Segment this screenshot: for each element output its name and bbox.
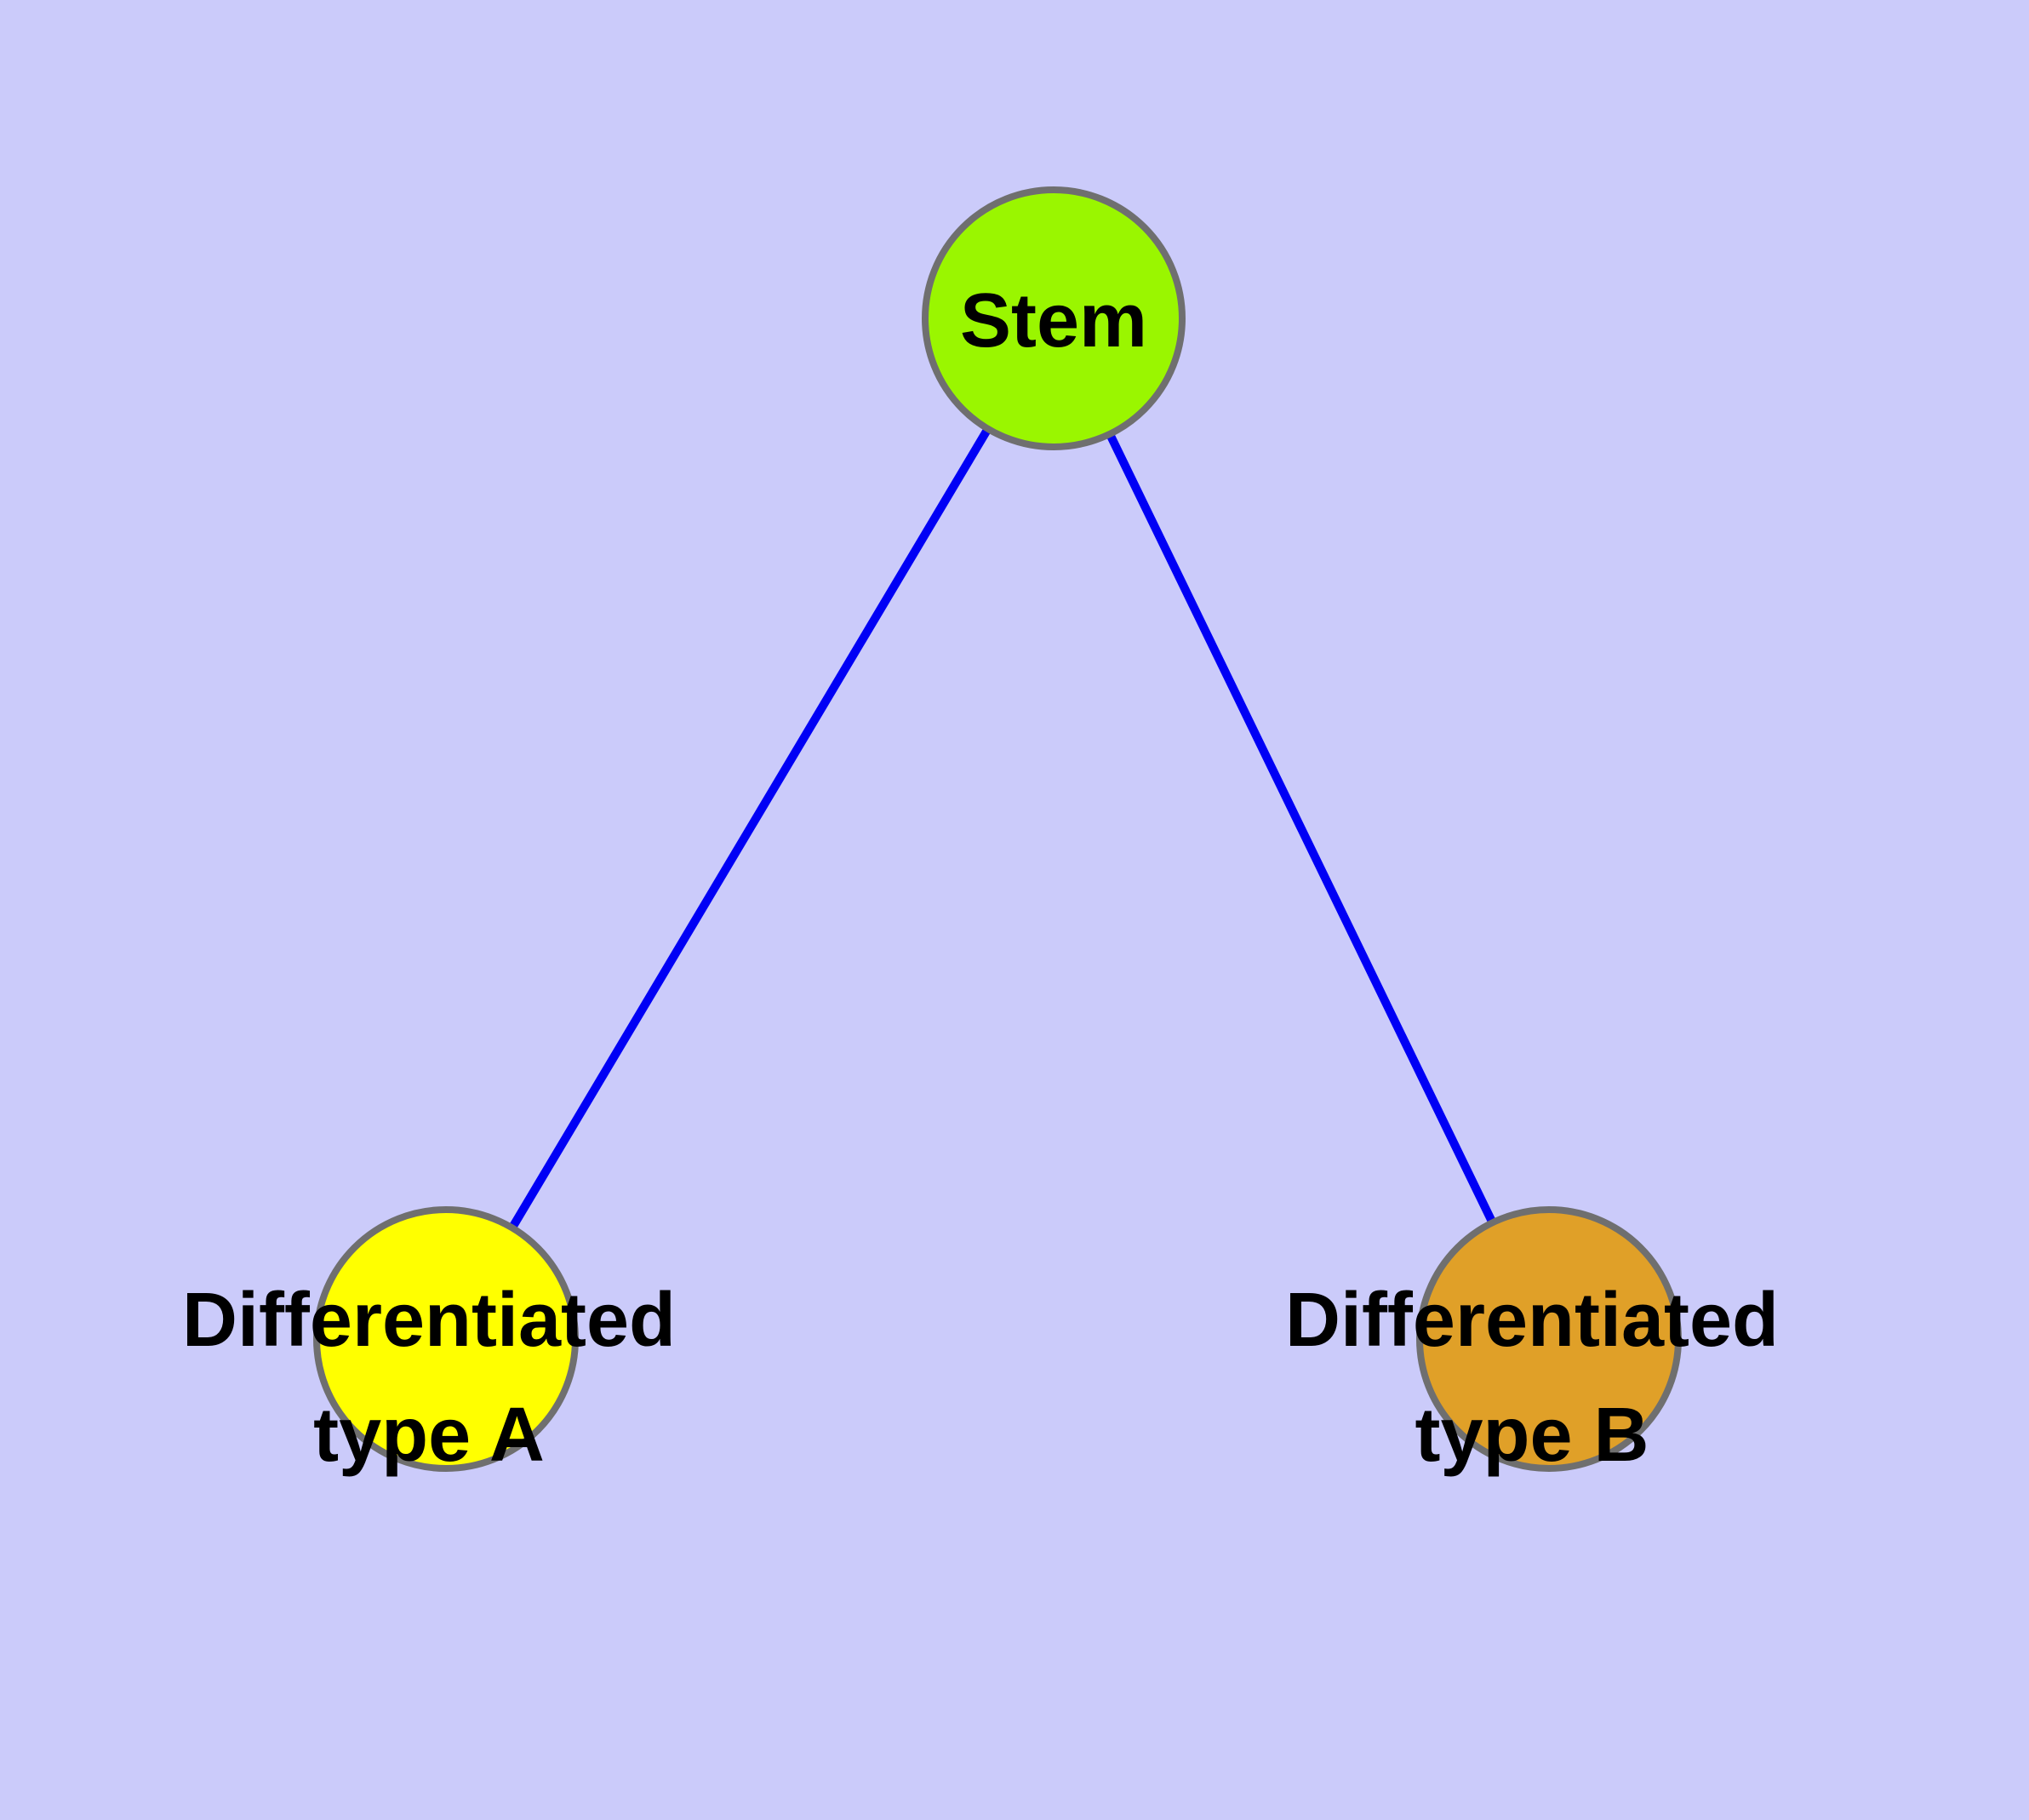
node-differentiated-type-b: Differentiated type B: [1285, 1206, 1779, 1478]
node-stem-circle: [922, 186, 1186, 450]
node-type-a-label-line2: type A: [313, 1393, 545, 1478]
node-stem: Stem: [922, 186, 1186, 450]
node-type-a-label-line1: Differentiated: [182, 1278, 676, 1363]
node-type-b-label-line2: type B: [1415, 1393, 1649, 1478]
node-type-a-circle: [313, 1206, 579, 1472]
node-stem-label: Stem: [960, 278, 1147, 363]
edge-stem-to-type-a: [442, 314, 1058, 1343]
node-type-b-label-line1: Differentiated: [1285, 1278, 1779, 1363]
node-differentiated-type-a: Differentiated type A: [182, 1206, 676, 1478]
edge-stem-to-type-b: [1049, 314, 1553, 1343]
node-type-b-circle: [1416, 1206, 1682, 1472]
